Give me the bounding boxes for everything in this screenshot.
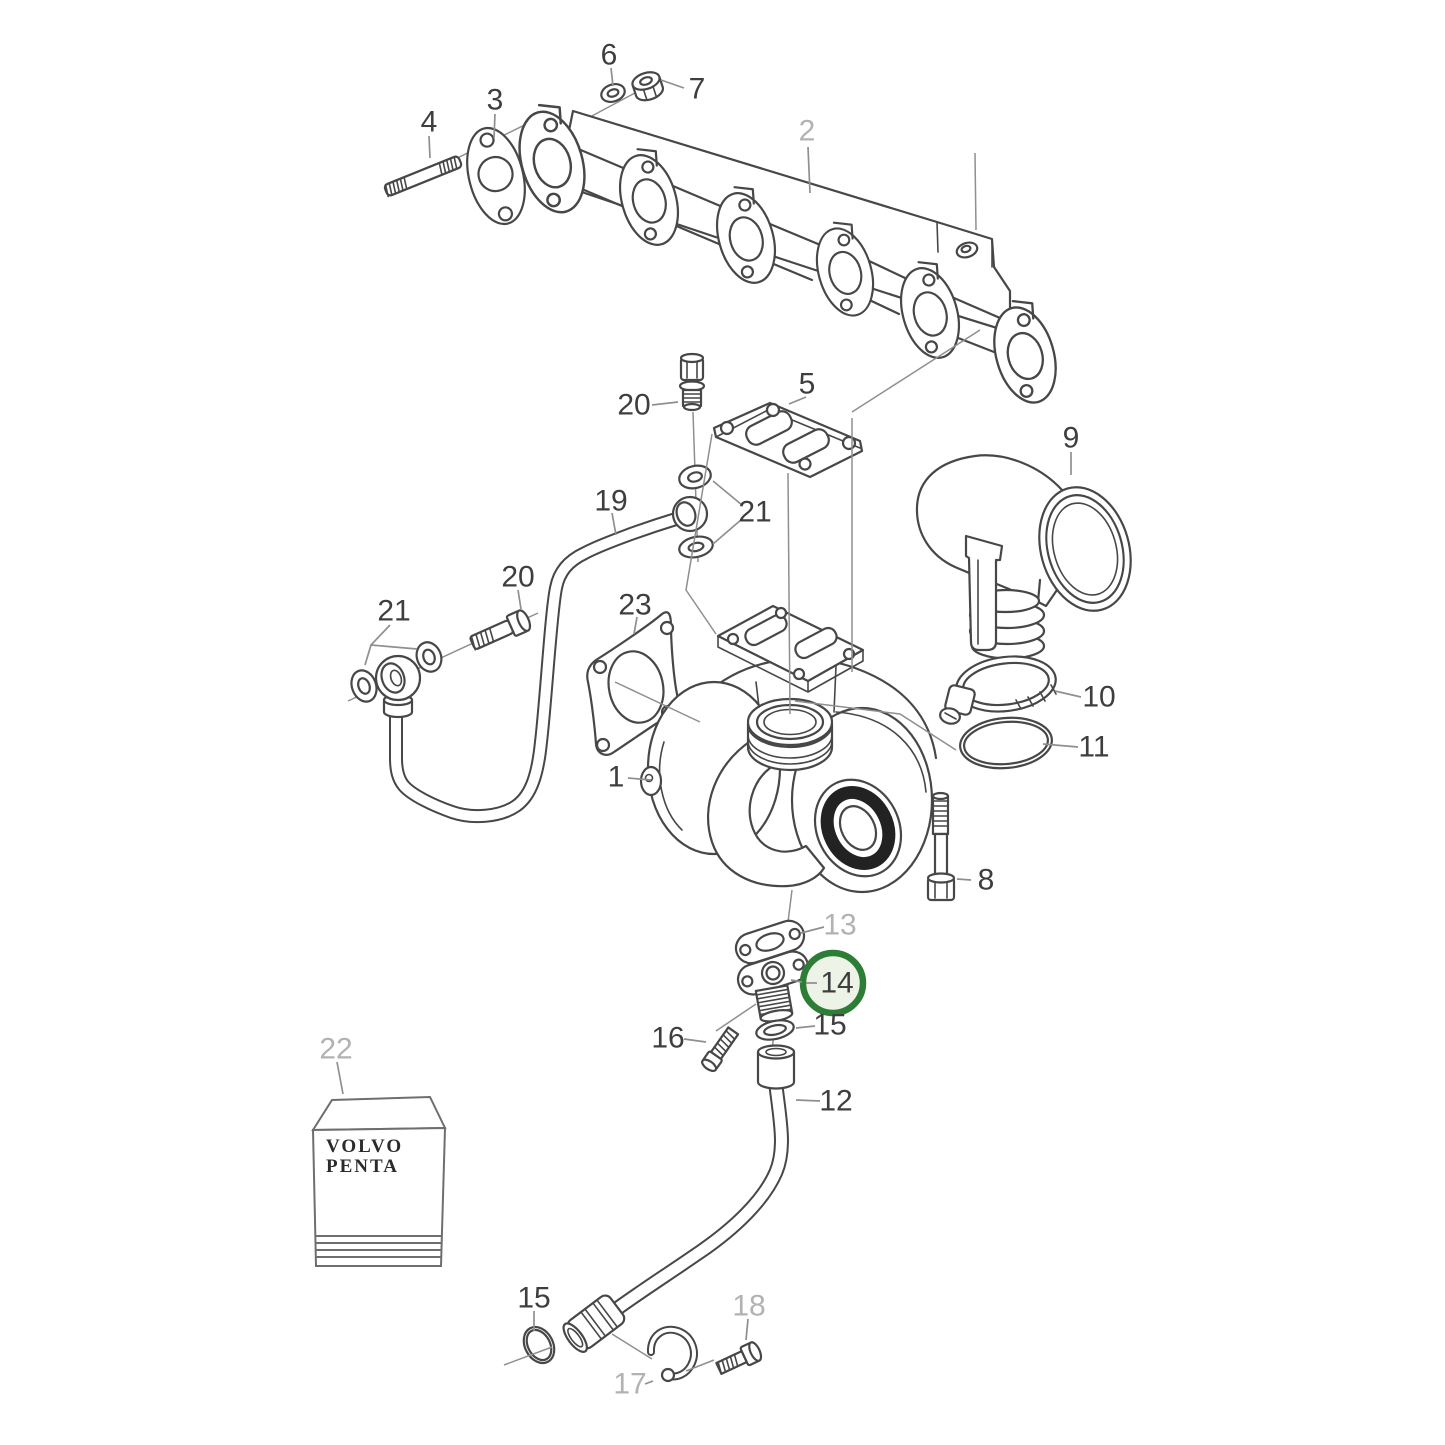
banjo-washer-21-top [678, 464, 712, 490]
bolt-18 [715, 1341, 763, 1375]
o-ring-11 [959, 716, 1053, 770]
part-label-21: 21 [377, 595, 410, 628]
brand-line2: PENTA [326, 1156, 399, 1177]
highlight-layer [799, 949, 867, 1017]
hose-clamp-10 [939, 655, 1057, 725]
part-label-12: 12 [819, 1085, 852, 1118]
part-label-16: 16 [651, 1022, 684, 1055]
banjo-union-upper [671, 495, 709, 533]
turbo-mount-flange [716, 604, 865, 693]
gasket-3 [466, 126, 526, 226]
bolt-16 [701, 1026, 740, 1073]
turbocharger [639, 604, 938, 894]
washer-15-top [755, 1019, 795, 1041]
drain-pipe-12 [562, 1044, 796, 1353]
elbow-tab [964, 534, 1004, 652]
part-label-20: 20 [501, 561, 534, 594]
part-label-18: 18 [732, 1290, 765, 1323]
part-label-14: 14 [820, 967, 853, 1000]
o-ring-15-bottom [522, 1325, 556, 1365]
part-label-13: 13 [823, 909, 856, 942]
oil-supply-pipe-19 [350, 495, 709, 823]
part-label-20: 20 [617, 389, 650, 422]
exhaust-manifold [505, 96, 1068, 411]
assembly-axis-lines-over [503, 152, 981, 1372]
leader-lines [336, 67, 1082, 1385]
stud-4 [383, 155, 463, 198]
air-intake-elbow-9 [915, 454, 1132, 660]
banjo-union-lower [374, 654, 422, 719]
part-label-17: 17 [613, 1368, 646, 1401]
banjo-washer-21-left [350, 669, 378, 703]
part-label-21: 21 [738, 496, 771, 529]
part-label-4: 4 [421, 106, 438, 139]
part-label-1: 1 [608, 761, 625, 794]
part-label-3: 3 [487, 84, 504, 117]
part-label-22: 22 [319, 1033, 352, 1066]
part-label-11: 11 [1078, 731, 1109, 764]
pipe-end-fitting [562, 1294, 626, 1353]
volvo-penta-box: VOLVO PENTA [311, 1095, 447, 1267]
part-label-7: 7 [689, 73, 706, 106]
bolt-8 [926, 791, 956, 902]
part-label-10: 10 [1082, 681, 1115, 714]
part-label-2: 2 [799, 115, 816, 148]
banjo-washer-21-right [415, 641, 443, 673]
part-label-23: 23 [618, 589, 651, 622]
banjo-bolt-20-top [678, 352, 706, 412]
part-label-6: 6 [601, 39, 618, 72]
spring-clip-17 [647, 1325, 698, 1383]
part-label-19: 19 [594, 485, 627, 518]
banjo-washer-21-bottom [678, 535, 714, 559]
banjo-bolt-20-left [469, 609, 532, 651]
brand-line1: VOLVO [326, 1136, 403, 1157]
compressor-inlet-ring [813, 778, 903, 878]
gasket-5 [712, 401, 864, 479]
part-label-15: 15 [813, 1009, 846, 1042]
nut-7 [631, 71, 665, 102]
drain-fitting-14 [736, 950, 810, 1023]
part-label-15: 15 [517, 1282, 550, 1315]
washer-6 [600, 83, 626, 103]
part-label-9: 9 [1063, 422, 1080, 455]
part-label-8: 8 [978, 864, 995, 897]
part-label-5: 5 [799, 368, 816, 401]
highlight-ring [799, 949, 867, 1017]
elbow-opening [1038, 486, 1132, 612]
turbine-inlet-ring [746, 697, 834, 772]
